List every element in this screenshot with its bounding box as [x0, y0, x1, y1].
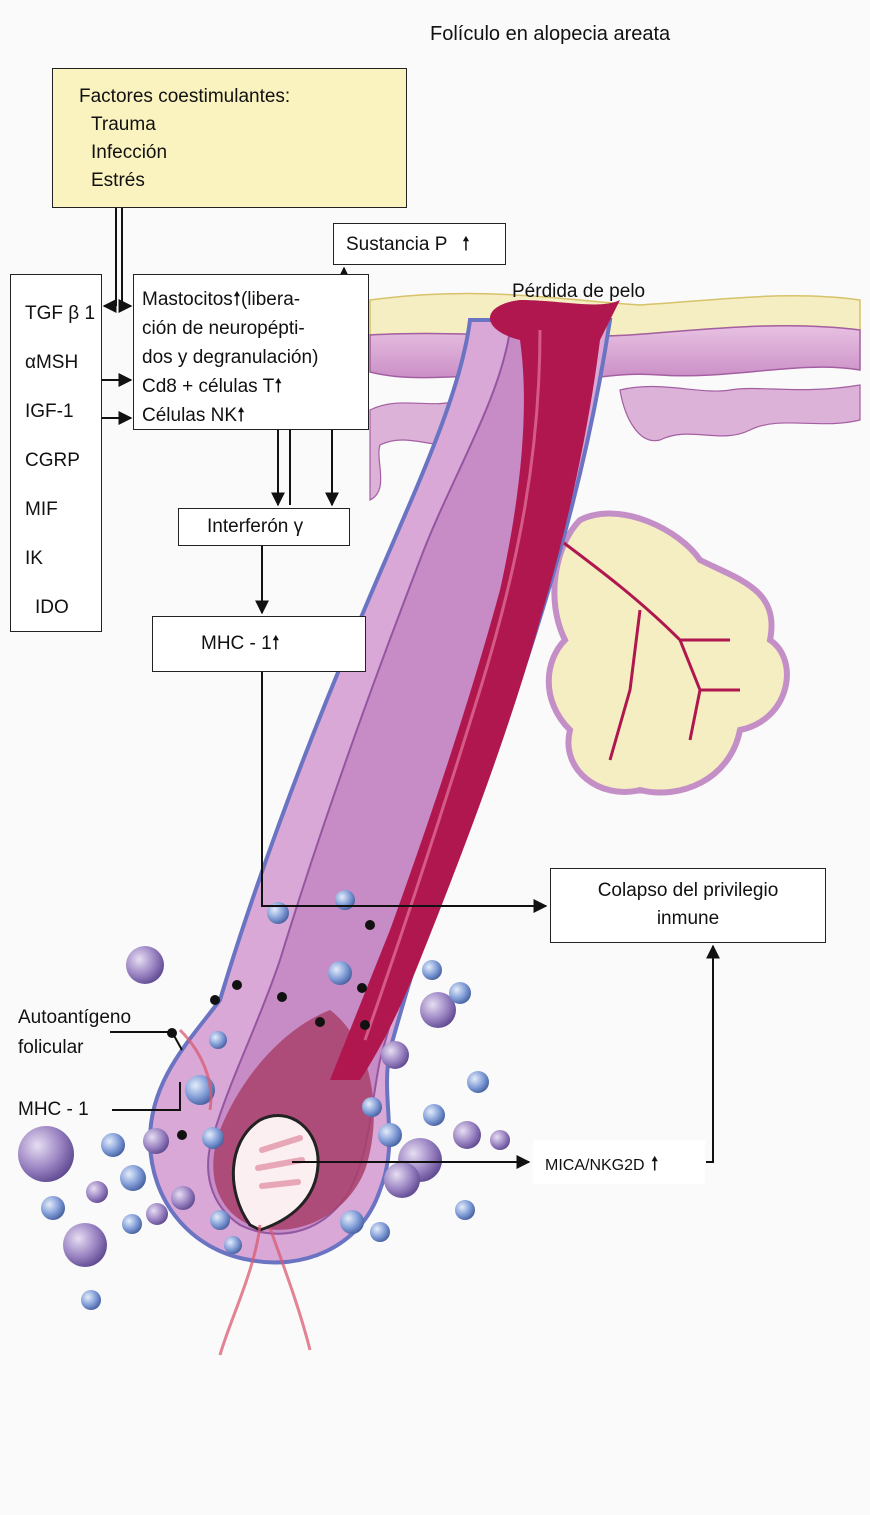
mast-cells-label-cont: (libera-	[241, 289, 300, 310]
autoantigen-label-2: folicular	[18, 1034, 83, 1062]
up-arrow-icon: 🠕	[233, 288, 241, 310]
costimulating-factors-box: Factores coestimulantes: Trauma Infecció…	[52, 68, 407, 208]
up-arrow-icon: 🠕	[237, 404, 245, 426]
factor-item: Estrés	[79, 167, 406, 195]
factor-amsh: αMSH	[25, 338, 101, 387]
nk-line: Células NK🠕	[142, 401, 368, 430]
factor-item: Infección	[79, 139, 406, 167]
autoantigen-label-1: Autoantígeno	[18, 1004, 131, 1032]
mast-cells-label: Mastocitos	[142, 289, 233, 310]
factor-igf: IGF-1	[25, 387, 101, 436]
immune-privilege-collapse-box: Colapso del privilegio inmune	[550, 868, 826, 943]
factor-cgrp: CGRP	[25, 436, 101, 485]
mhc-label: MHC - 1	[201, 633, 272, 654]
mast-cells-line-2: ción de neuropépti-	[142, 314, 368, 343]
collapse-line-1: Colapso del privilegio	[551, 877, 825, 905]
substance-p-label: Sustancia P	[346, 234, 447, 255]
mhc-box: MHC - 1🠕	[152, 616, 366, 672]
mast-cells-line-3: dos y degranulación)	[142, 343, 368, 372]
up-arrow-icon: 🠕	[651, 1153, 659, 1175]
factor-ik: IK	[25, 534, 101, 583]
mica-nkg2d-box: MICA/NKG2D 🠕	[533, 1140, 705, 1184]
cd8-line: Cd8 + células T🠕	[142, 372, 368, 401]
mica-label: MICA/NKG2D	[545, 1157, 645, 1174]
factor-item: Trauma	[79, 111, 406, 139]
factor-tgf: TGF β 1	[25, 289, 101, 338]
factor-mif: MIF	[25, 485, 101, 534]
hair-loss-label: Pérdida de pelo	[512, 278, 645, 306]
collapse-line-2: inmune	[551, 905, 825, 933]
up-arrow-icon: 🠕	[462, 233, 470, 255]
immune-cells-box: Mastocitos🠕(libera- ción de neuropépti- …	[133, 274, 369, 430]
mhc-follicle-label: MHC - 1	[18, 1096, 89, 1124]
factor-ido: IDO	[25, 583, 101, 632]
regulatory-factors-box: TGF β 1 αMSH IGF-1 CGRP MIF IK IDO	[10, 274, 102, 632]
substance-p-box: Sustancia P 🠕	[333, 223, 506, 265]
up-arrow-icon: 🠕	[272, 632, 280, 654]
nk-label: Células NK	[142, 405, 237, 426]
diagram-title: Folículo en alopecia areata	[430, 20, 670, 48]
interferon-box: Interferón γ	[178, 508, 350, 546]
interferon-label: Interferón γ	[207, 513, 349, 541]
factors-heading: Factores coestimulantes:	[79, 83, 406, 111]
up-arrow-icon: 🠕	[274, 375, 282, 397]
mast-cells-line: Mastocitos🠕(libera-	[142, 285, 368, 314]
cd8-label: Cd8 + células T	[142, 376, 274, 397]
